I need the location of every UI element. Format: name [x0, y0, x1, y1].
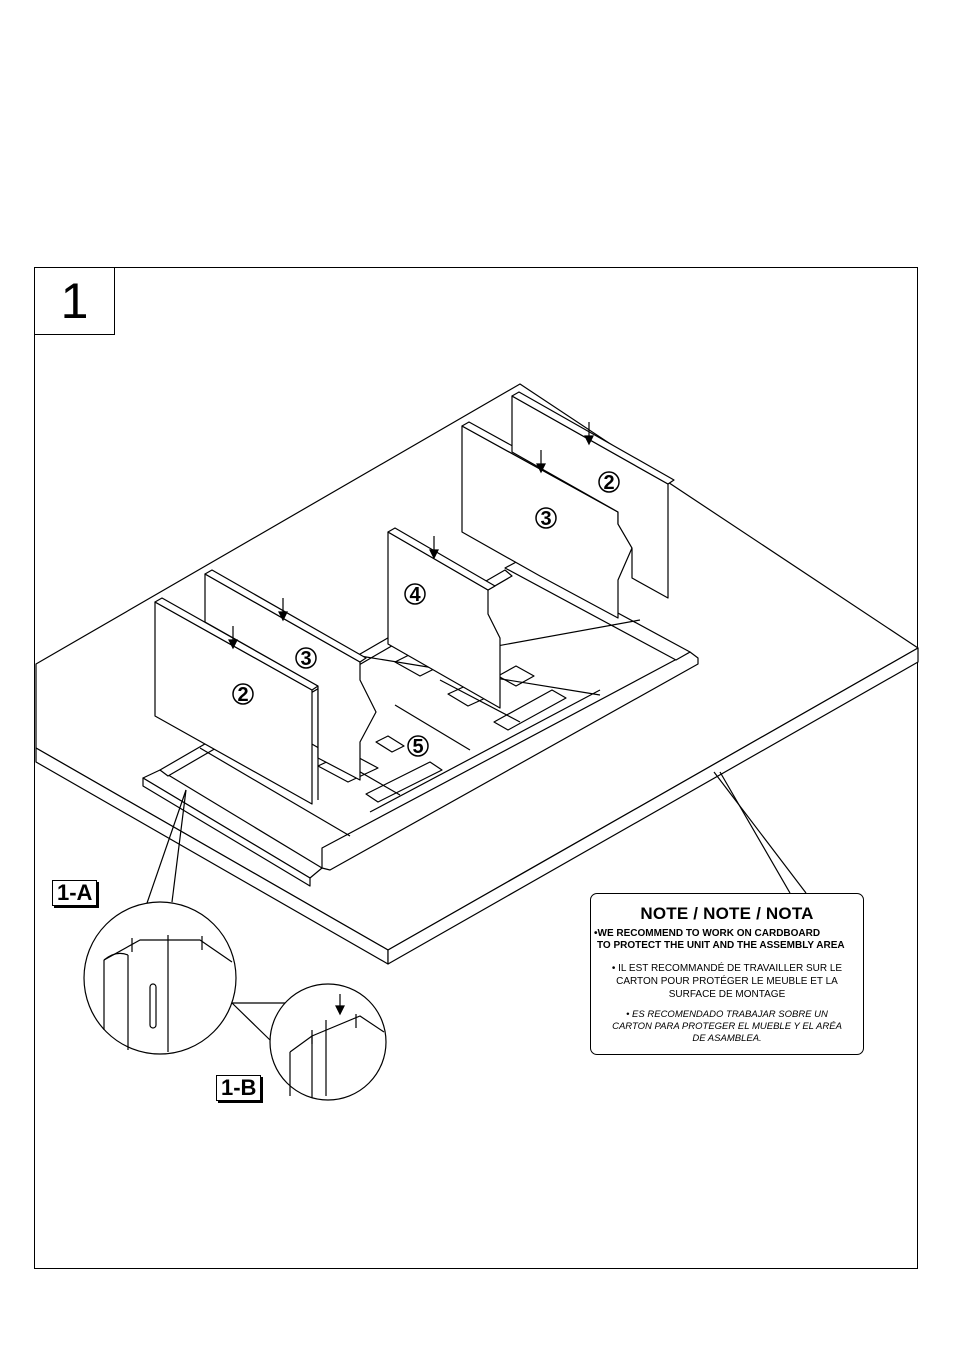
detail-1a-circle: [83, 901, 237, 1055]
note-french: • IL EST RECOMMANDÉ DE TRAVAILLER SUR LE…: [611, 963, 843, 1000]
detail-1b-label: 1-B: [216, 1075, 262, 1101]
note-spanish: • ES RECOMENDADO TRABAJAR SOBRE UN CARTO…: [612, 1009, 842, 1044]
cutout-7: [375, 735, 405, 753]
base-front-rail-face: [142, 777, 311, 887]
note-english-line1: •WE RECOMMEND TO WORK ON CARDBOARD: [594, 928, 821, 939]
note-english: •WE RECOMMEND TO WORK ON CARDBOARD TO PR…: [594, 928, 863, 952]
note-english-line2: TO PROTECT THE UNIT AND THE ASSEMBLY ARE…: [597, 940, 845, 951]
cutout-6: [497, 665, 535, 687]
panel-2-back: [511, 395, 669, 599]
part-2-front-label: 2: [237, 684, 248, 706]
detail-1a-label: 1-A: [52, 880, 98, 906]
note-title: NOTE / NOTE / NOTA: [640, 904, 814, 923]
base-back-rail: [504, 559, 691, 661]
part-3-back-label: 3: [540, 508, 551, 530]
cutout-2: [365, 761, 443, 803]
part-2-back-label: 2: [603, 472, 614, 494]
cutout-5: [493, 689, 567, 731]
detail-1b-circle: [269, 983, 387, 1101]
panel-2-back-edge: [511, 391, 675, 485]
base-side-rail: [321, 651, 699, 871]
part-4-label: 4: [409, 584, 421, 606]
panel-4-edge: [387, 527, 496, 591]
part-3-front-label: 3: [300, 648, 311, 670]
step-number: 1: [34, 267, 115, 335]
cardboard-right-edge: [387, 647, 919, 965]
part-5-label: 5: [412, 736, 423, 758]
panel-3-front: [204, 573, 377, 781]
note-box: NOTE / NOTE / NOTA •WE RECOMMEND TO WORK…: [590, 893, 864, 1055]
step-frame: [34, 267, 918, 1269]
